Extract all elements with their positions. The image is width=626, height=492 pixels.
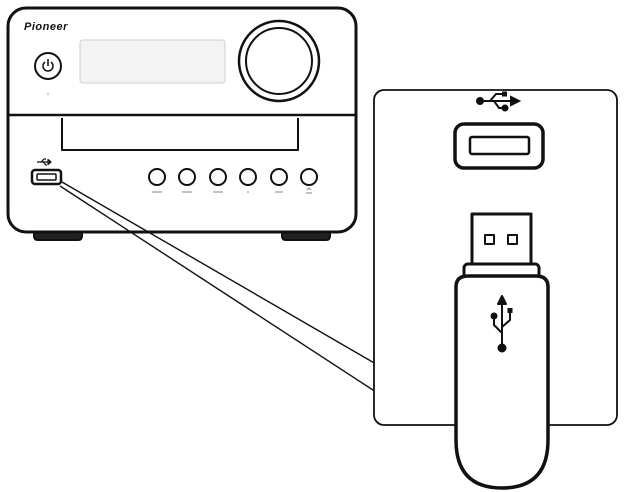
usb-drive-contact-left — [484, 234, 495, 245]
usb-symbol-icon — [476, 91, 522, 112]
audio-unit — [6, 6, 358, 241]
usb-port-icon — [453, 122, 545, 170]
usb-flash-drive-icon — [454, 212, 550, 490]
stop-button — [270, 168, 288, 186]
unit-usb-port — [30, 168, 63, 186]
usb-drive-connector — [470, 212, 533, 270]
brand-logo: Pioneer — [24, 21, 68, 33]
unit-usb-port-inner — [36, 173, 57, 181]
usb-drive-contact-right — [507, 234, 518, 245]
open-close-button — [300, 168, 318, 186]
unit-display — [79, 39, 226, 84]
power-button — [34, 52, 62, 80]
power-icon — [42, 59, 54, 72]
callout-lines — [59, 181, 377, 393]
usb-drive-body — [454, 274, 550, 490]
input-button — [148, 168, 166, 186]
usb-drive-trident-icon — [490, 295, 513, 353]
open-close-icon — [306, 187, 312, 194]
front-panel-buttons — [148, 168, 318, 194]
prev-button — [178, 168, 196, 186]
volume-knob-inner — [245, 27, 313, 95]
unit-usb-symbol-icon — [37, 158, 52, 166]
callout-line-upper — [61, 181, 377, 365]
play-pause-button — [239, 168, 257, 186]
callout-line-lower — [59, 185, 377, 393]
volume-knob — [237, 19, 321, 103]
standby-indicator — [46, 92, 50, 96]
disc-slot — [61, 118, 299, 151]
usb-port-slot — [468, 135, 531, 156]
next-button — [209, 168, 227, 186]
